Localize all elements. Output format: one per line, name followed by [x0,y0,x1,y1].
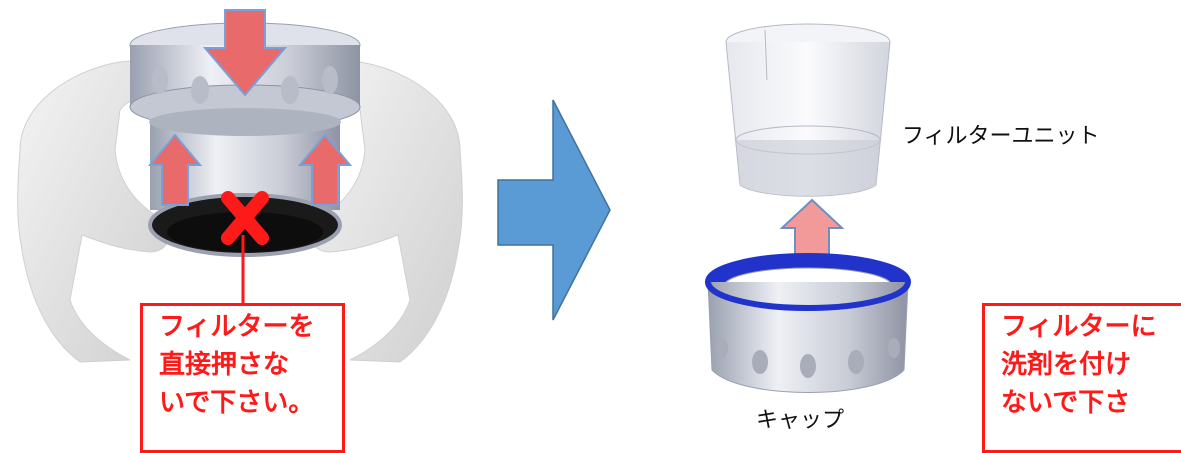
cap [708,256,908,393]
right-warning-box: フィルターに 洗剤を付け ないで下さ [982,303,1181,453]
left-warning-line-3: いで下さい。 [159,384,342,422]
filter-unit-label: フィルターユニット [902,118,1100,150]
right-warning-line-2: 洗剤を付け [1001,346,1181,384]
left-warning-box: フィルターを 直接押さな いで下さい。 [140,303,345,453]
cap-label: キャップ [756,402,844,434]
right-figure [708,24,908,393]
left-warning-line-2: 直接押さな [159,346,342,384]
right-warning-line-1: フィルターに [1001,308,1181,346]
lift-arrow [782,200,842,262]
left-warning-line-1: フィルターを [159,308,342,346]
right-warning-line-3: ないで下さ [1001,384,1181,422]
filter-unit [726,24,890,196]
transition-arrow [498,100,610,320]
